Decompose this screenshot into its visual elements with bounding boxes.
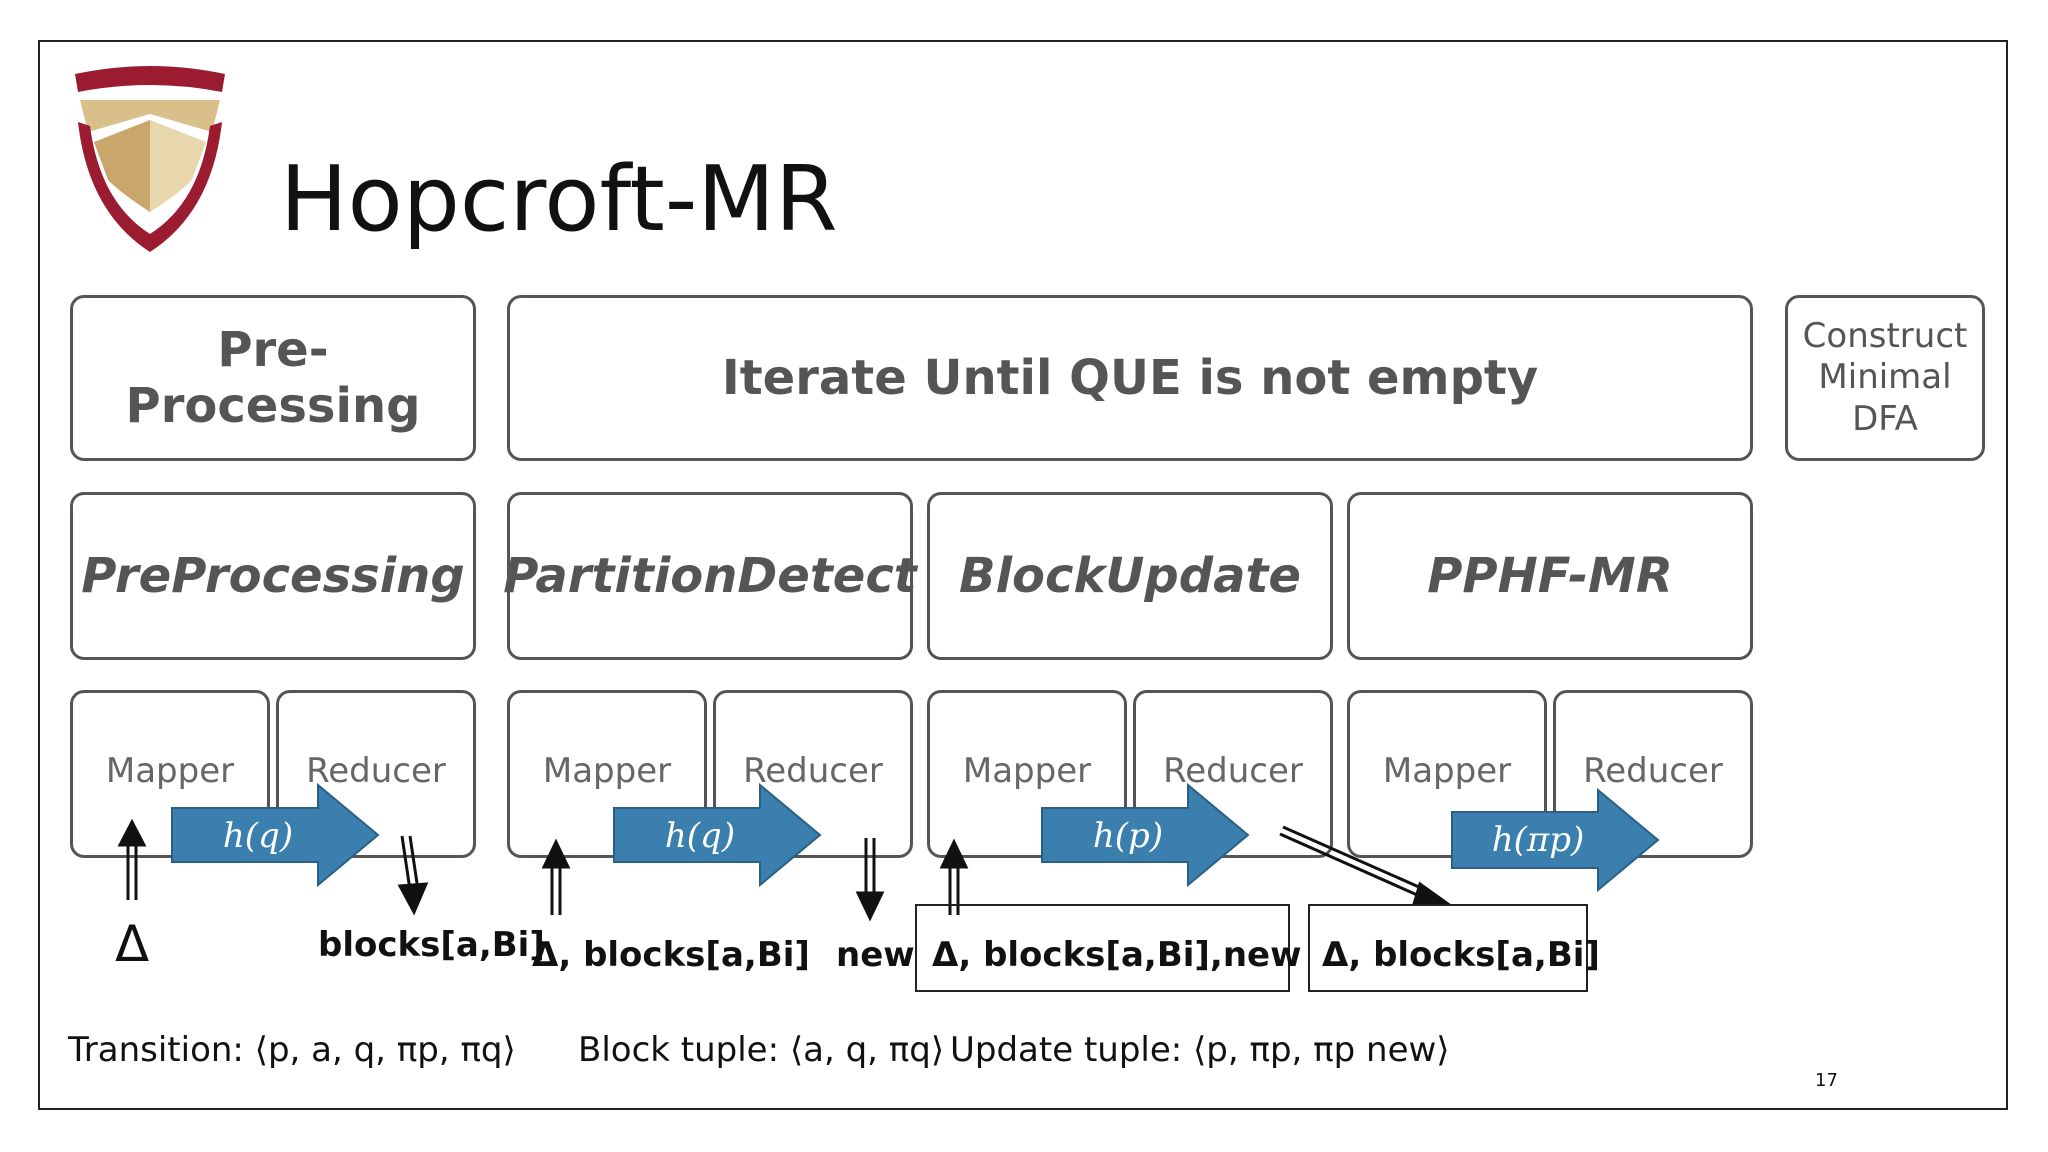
- delta-blocks-new-label: Δ, blocks[a,Bi],new: [932, 935, 1302, 975]
- stage-block-update: BlockUpdate: [927, 492, 1333, 660]
- hash-label-4: h(πp): [1492, 820, 1585, 860]
- page-number: 17: [1815, 1070, 1838, 1091]
- phase-construct-dfa: Construct Minimal DFA: [1785, 295, 1985, 461]
- hash-arrow-3: [1041, 782, 1250, 888]
- delta-blocks-pphf-label: Δ, blocks[a,Bi]: [1322, 935, 1600, 975]
- mapper-box: Mapper: [507, 690, 707, 858]
- phase-iterate: Iterate Until QUE is not empty: [507, 295, 1753, 461]
- phase-preprocessing: Pre-Processing: [70, 295, 476, 461]
- mapper-box: Mapper: [1347, 690, 1547, 858]
- stage-pphf-mr: PPHF-MR: [1347, 492, 1753, 660]
- blocks-output-label: blocks[a,Bi]: [318, 925, 545, 965]
- hash-arrow-4: [1451, 787, 1660, 893]
- block-update-input-box: [915, 904, 1290, 992]
- block-tuple: Block tuple: ⟨a, q, πq⟩: [578, 1030, 945, 1070]
- hash-label-2: h(q): [665, 816, 735, 856]
- slide-title: Hopcroft-MR: [280, 147, 838, 252]
- reducer-box: Reducer: [276, 690, 476, 858]
- update-tuple: Update tuple: ⟨p, πp, πp new⟩: [950, 1030, 1450, 1070]
- transition-tuple: Transition: ⟨p, a, q, πp, πq⟩: [68, 1030, 516, 1070]
- delta-blocks-input-label: Δ, blocks[a,Bi]: [532, 935, 810, 975]
- university-shield-logo: [75, 66, 225, 252]
- hash-label-1: h(q): [223, 816, 293, 856]
- hash-arrow-2: [613, 782, 822, 888]
- stage-partition-detect: PartitionDetect: [503, 492, 917, 660]
- stage-preprocessing: PreProcessing: [70, 492, 476, 660]
- new-output-label: new: [836, 935, 915, 975]
- reducer-box: Reducer: [1553, 690, 1753, 858]
- hash-label-3: h(p): [1093, 816, 1163, 856]
- reducer-box: Reducer: [713, 690, 913, 858]
- hash-arrow-1: [171, 782, 380, 888]
- mapper-box: Mapper: [927, 690, 1127, 858]
- slide-frame: [38, 40, 2008, 1110]
- delta-input-label: Δ: [115, 915, 150, 973]
- mapper-box: Mapper: [70, 690, 270, 858]
- pphf-input-box: [1308, 904, 1588, 992]
- input-arrows: [117, 818, 969, 915]
- reducer-box: Reducer: [1133, 690, 1333, 858]
